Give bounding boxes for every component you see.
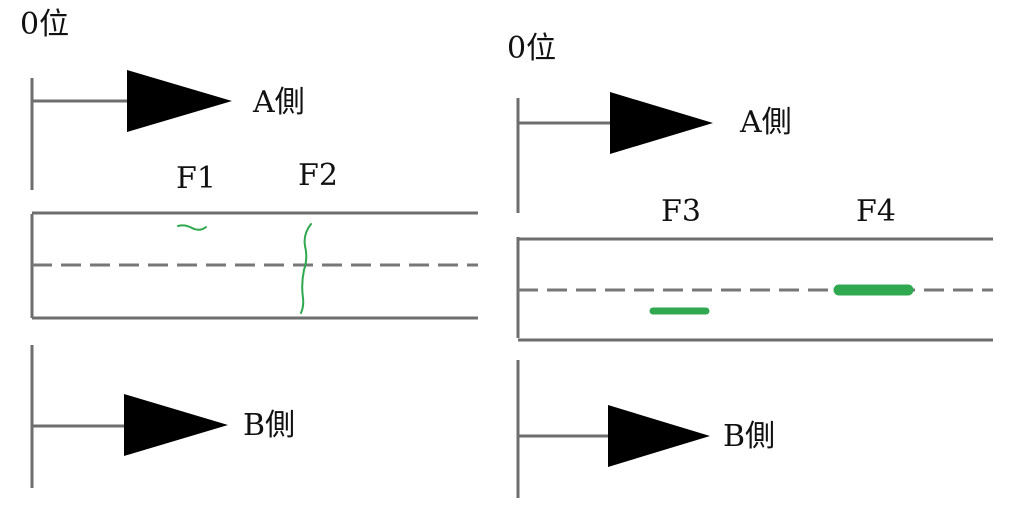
defect-label-f3: F3 <box>661 194 701 229</box>
defect-mark-f2 <box>300 223 312 314</box>
left-a-side-label: A側 <box>252 85 305 120</box>
left-b-side-arrow-icon <box>124 394 228 456</box>
left-b-side-label: B側 <box>243 408 295 443</box>
defect-label-f2: F2 <box>298 158 338 193</box>
left-a-side-arrow-icon <box>127 70 232 132</box>
right-a-side-arrow-icon <box>610 92 713 154</box>
right-b-side-label: B側 <box>723 419 775 454</box>
defect-label-f1: F1 <box>176 161 216 196</box>
left-panel: 0位 A側 F1 F2 B側 <box>20 7 478 488</box>
right-zero-position-label: 0位 <box>507 31 556 66</box>
right-panel: 0位 A側 F3 F4 B側 <box>507 31 993 498</box>
right-b-side-arrow-icon <box>608 405 710 467</box>
right-a-side-label: A側 <box>739 105 792 140</box>
defect-mark-f1 <box>177 224 207 231</box>
left-zero-position-label: 0位 <box>20 7 69 42</box>
defect-label-f4: F4 <box>856 194 896 229</box>
